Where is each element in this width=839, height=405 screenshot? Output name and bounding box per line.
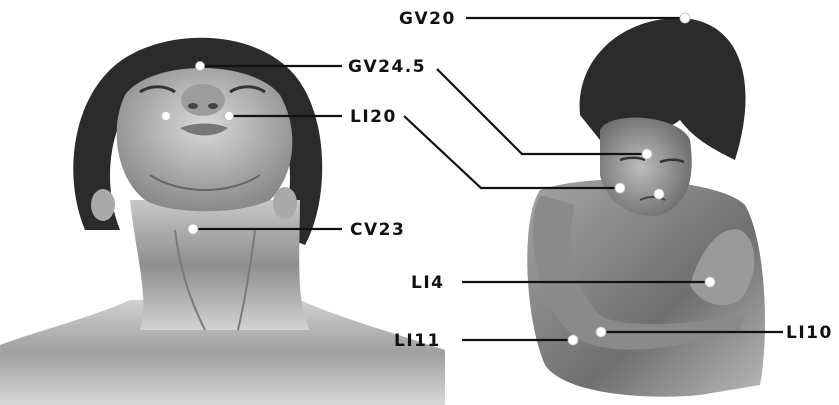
point-dot-li10[interactable]	[596, 327, 606, 337]
left-figure-ear-left	[91, 189, 115, 221]
point-dot-gv24-5-left[interactable]	[196, 62, 205, 71]
leader-line-li20-right	[404, 116, 618, 188]
point-dot-li20-right-2[interactable]	[654, 189, 664, 199]
point-dot-li11[interactable]	[568, 335, 578, 345]
left-figure-nose	[181, 84, 225, 116]
point-dot-li4[interactable]	[705, 277, 715, 287]
point-dot-li20-left-1[interactable]	[162, 112, 171, 121]
label-li10: LI10	[786, 323, 833, 343]
point-dot-gv24-5-right[interactable]	[642, 149, 652, 159]
label-gv20: GV20	[399, 9, 456, 29]
label-gv24-5: GV24.5	[348, 57, 426, 77]
label-li11: LI11	[394, 331, 441, 351]
label-li4: LI4	[411, 273, 445, 293]
point-dot-li20-left-2[interactable]	[225, 112, 234, 121]
left-figure-ear-right	[273, 187, 297, 219]
point-dot-cv23[interactable]	[188, 224, 198, 234]
left-figure-neck	[130, 200, 310, 330]
point-dot-li20-right-1[interactable]	[615, 183, 625, 193]
point-dot-gv20[interactable]	[680, 13, 690, 23]
label-cv23: CV23	[350, 220, 405, 240]
label-li20: LI20	[350, 107, 397, 127]
